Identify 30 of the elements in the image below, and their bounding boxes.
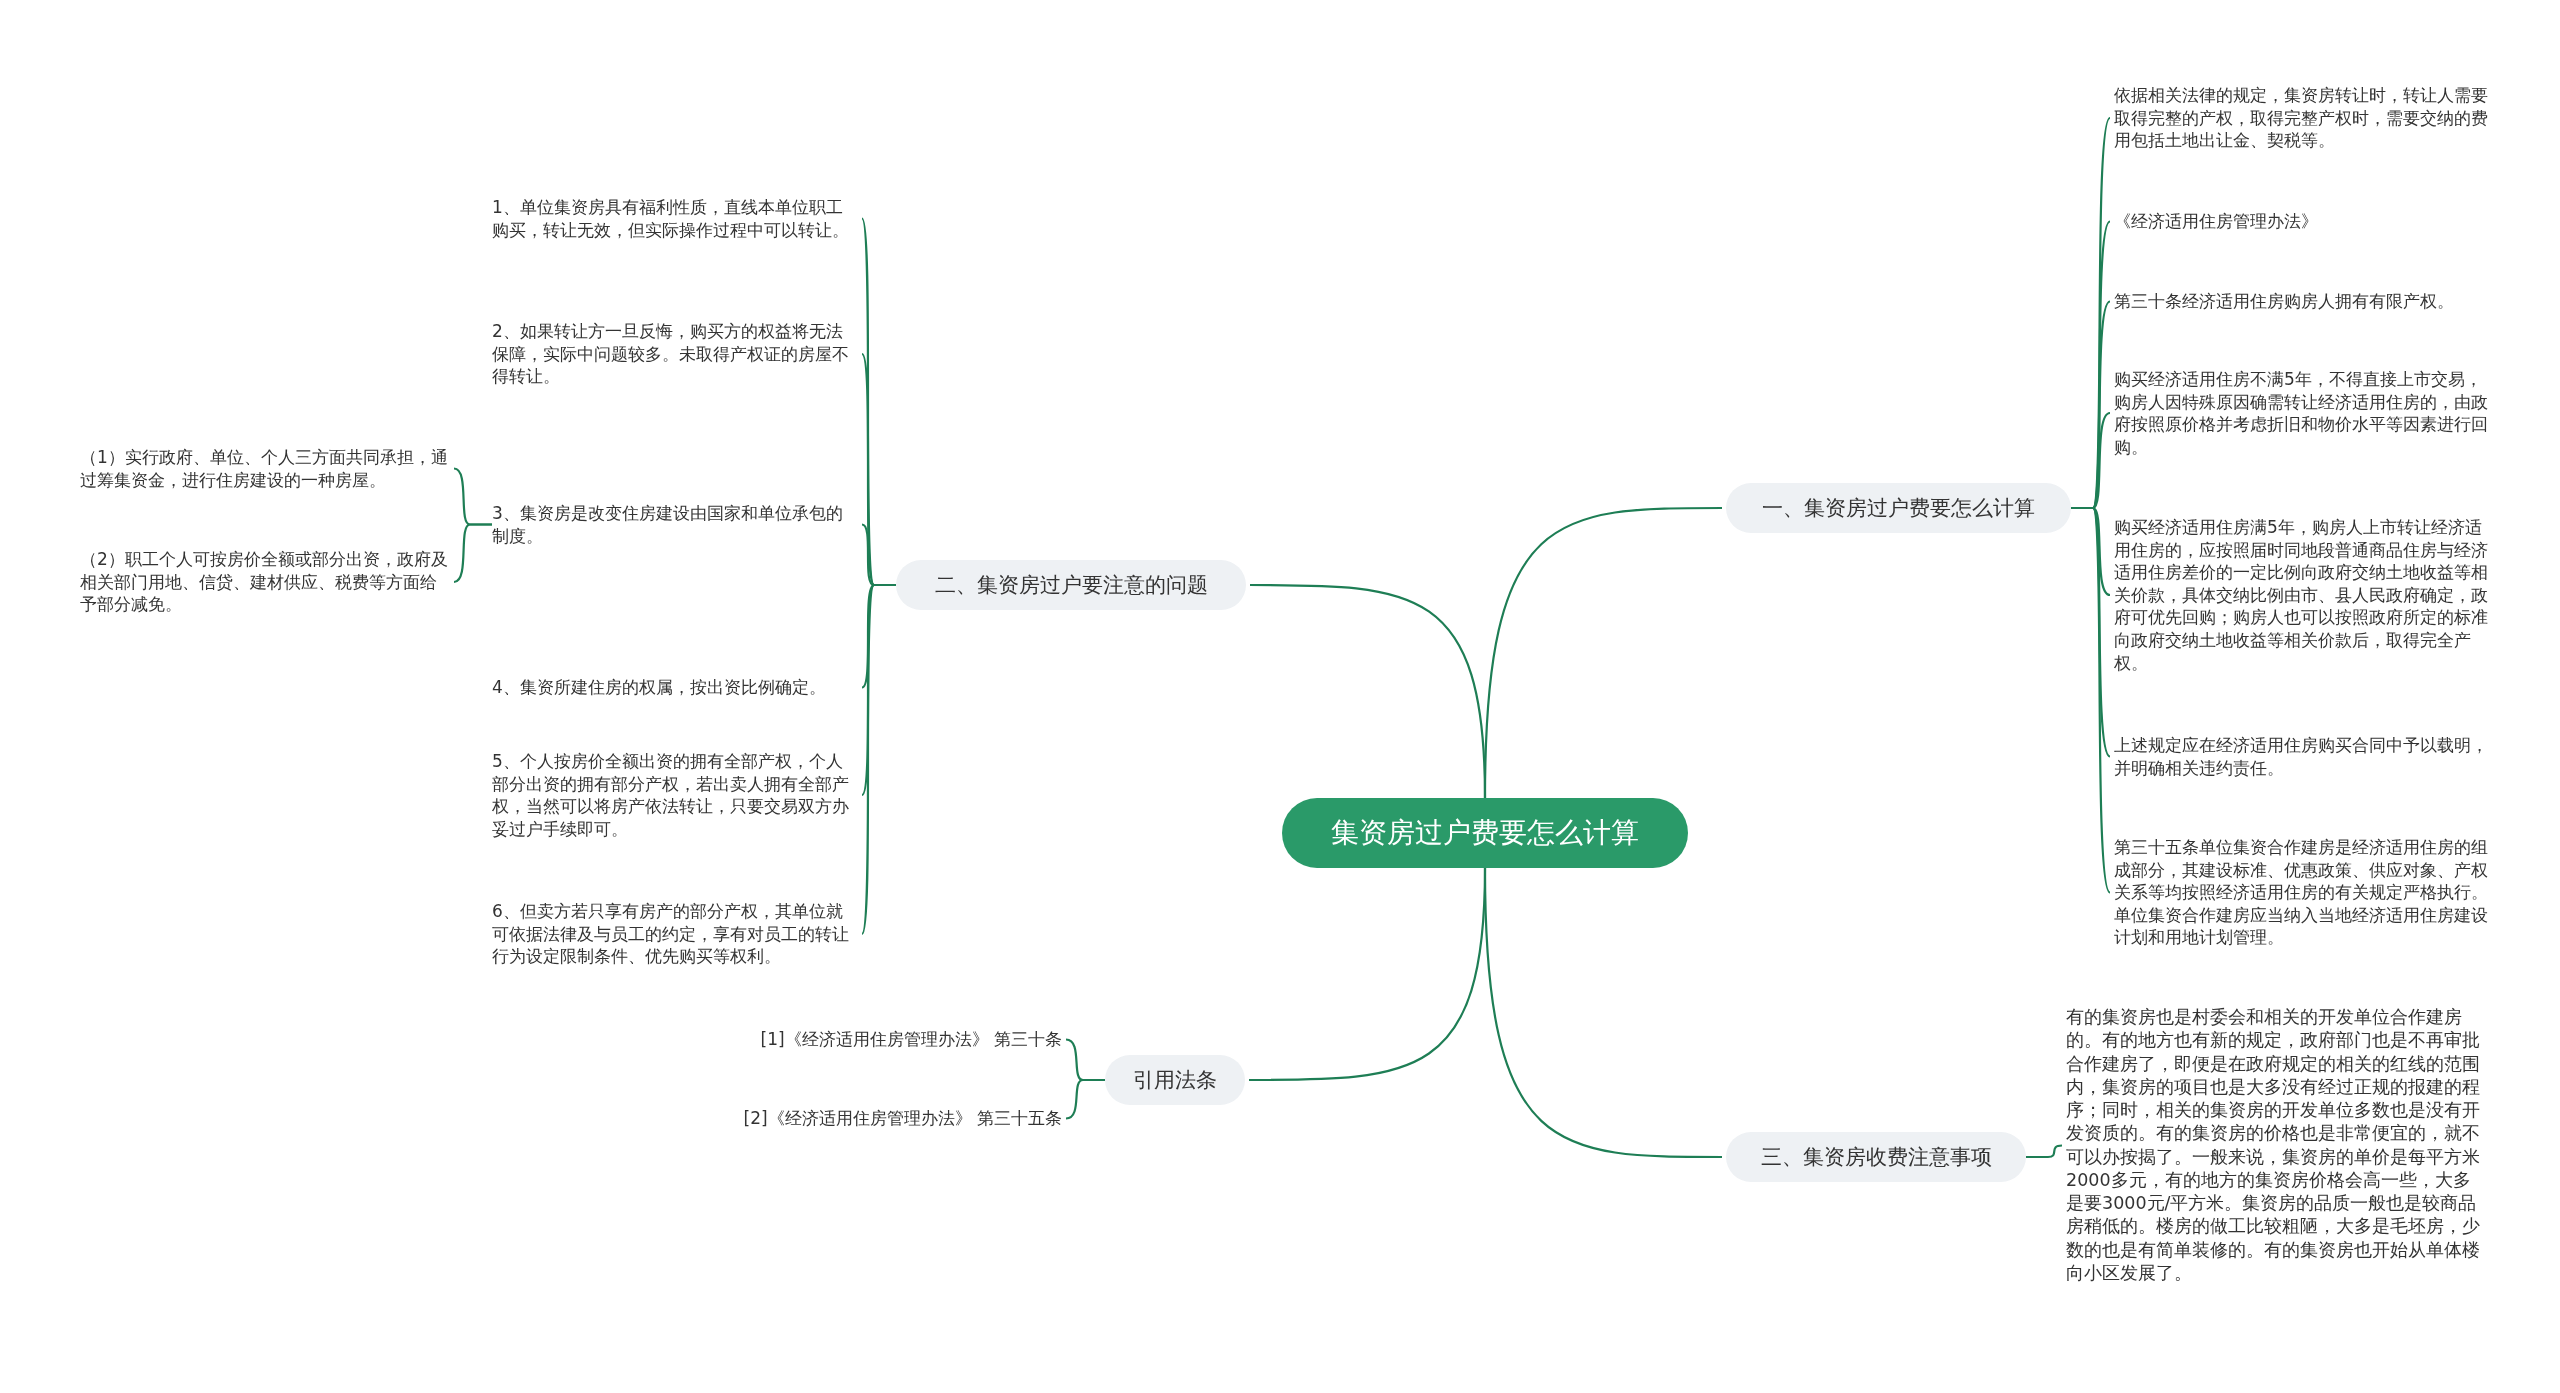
topic-pill: 一、集资房过户费要怎么计算: [1726, 483, 2071, 533]
connector-line: [2026, 1144, 2063, 1159]
topic-pill: 引用法条: [1105, 1055, 1245, 1105]
note-text: 第三十五条单位集资合作建房是经济适用住房的组成部分，其建设标准、优惠政策、供应对象、产权关系等均按照经济适用住房的有关规定严格执行。单位集资合作建房应当纳入当地经济适用住房建设计划和用地计划管理。: [2114, 836, 2494, 950]
note-text: 购买经济适用住房不满5年，不得直接上市交易，购房人因特殊原因确需转让经济适用住房的，由政府按照原价格并考虑折旧和物价水平等因素进行回购。: [2114, 368, 2494, 459]
connector-line: [453, 523, 492, 584]
note-text: 上述规定应在经济适用住房购买合同中予以载明，并明确相关违约责任。: [2114, 734, 2494, 780]
connector-line: [1483, 867, 1722, 1159]
note-text: 3、集资房是改变住房建设由国家和单位承包的制度。: [492, 502, 858, 548]
connector-line: [860, 583, 896, 935]
note-text: 2、如果转让方一旦反悔，购买方的权益将无法保障，实际中问题较多。未取得产权证的房屋不得转让。: [492, 320, 858, 388]
note-text: 《经济适用住房管理办法》: [2114, 210, 2494, 233]
note-text: 依据相关法律的规定，集资房转让时，转让人需要取得完整的产权，取得完整产权时，需要交纳的费用包括土地出让金、契税等。: [2114, 84, 2494, 152]
note-text: 6、但卖方若只享有房产的部分产权，其单位就可依据法律及与员工的约定，享有对员工的转让行为设定限制条件、优先购买等权利。: [492, 900, 858, 968]
topic-pill: 二、集资房过户要注意的问题: [896, 560, 1246, 610]
connector-line: [1250, 583, 1487, 799]
connector-line: [1065, 1078, 1105, 1120]
note-text: 有的集资房也是村委会和相关的开发单位合作建房的。有的地方也有新的规定，政府部门也是不再审批合作建房了，即便是在政府规定的相关的红线的范围内，集资房的项目也是大多没有经过正规的报建的程序；同时，相关的集资房的开发单位多数也是没有开发资质的。有的集资房的价格也是非常便宜的，就不可以办按揭了。一般来说，集资房的单价是每平方米2000多元，有的地方的集资房价格会高一些，大多是要3000元/平方米。集资房的品质一般也是较商品房稍低的。楼房的做工比较粗陋，大多是毛坯房，少数的也是有简单装修的。有的集资房也开始从单体楼向小区发展了。: [2066, 1006, 2486, 1286]
note-text: 购买经济适用住房满5年，购房人上市转让经济适用住房的，应按照届时同地段普通商品住房与经济适用住房差价的一定比例向政府交纳土地收益等相关价款，具体交纳比例由市、县人民政府确定，政府可优先回购；购房人也可以按照政府所定的标准向政府交纳土地收益等相关价款后，取得完全产权。: [2114, 516, 2494, 675]
note-text: 1、单位集资房具有福利性质，直线本单位职工购买，转让无效，但实际操作过程中可以转让。: [492, 196, 858, 242]
note-text: （1）实行政府、单位、个人三方面共同承担，通过筹集资金，进行住房建设的一种房屋。: [80, 446, 450, 492]
reference-text: [2]《经济适用住房管理办法》 第三十五条: [690, 1107, 1062, 1130]
note-text: 第三十条经济适用住房购房人拥有有限产权。: [2114, 290, 2494, 313]
topic-pill: 三、集资房收费注意事项: [1726, 1132, 2026, 1182]
note-text: 5、个人按房价全额出资的拥有全部产权，个人部分出资的拥有部分产权，若出卖人拥有全部产权，当然可以将房产依法转让，只要交易双方办妥过户手续即可。: [492, 750, 858, 841]
note-text: 4、集资所建住房的权属，按出资比例确定。: [492, 676, 858, 699]
central-topic: 集资房过户费要怎么计算: [1282, 798, 1688, 868]
reference-text: [1]《经济适用住房管理办法》 第三十条: [690, 1028, 1062, 1051]
connector-line: [2071, 506, 2111, 893]
note-text: （2）职工个人可按房价全额或部分出资，政府及相关部门用地、信贷、建材供应、税费等方面给予部分减免。: [80, 548, 450, 616]
